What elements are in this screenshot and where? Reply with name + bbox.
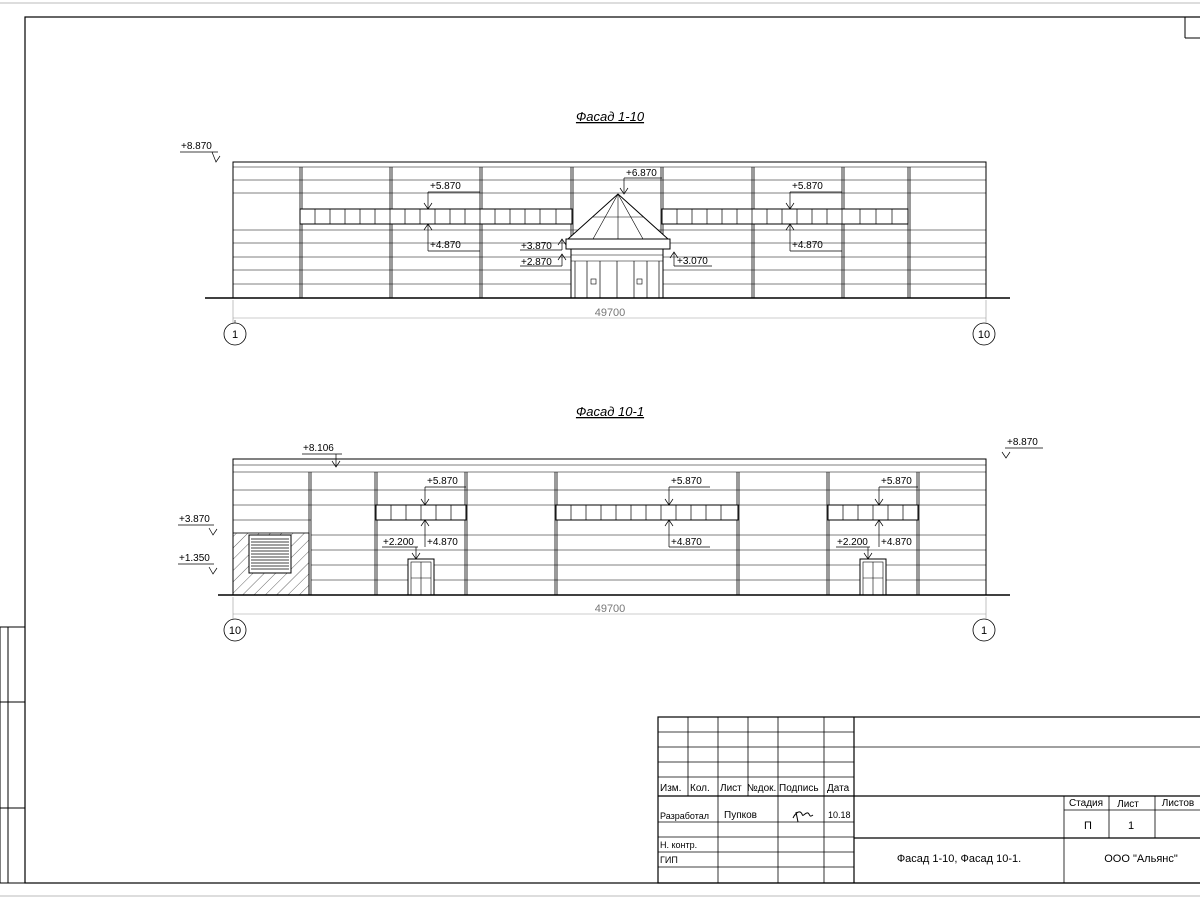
sheet-label: Лист <box>1117 799 1139 810</box>
mark-5870-bay3: +5.870 <box>881 476 912 487</box>
header-list: Лист <box>720 783 742 794</box>
axis-bubble-10-bottom: 10 <box>223 618 247 642</box>
dimension-top-label: 49700 <box>595 307 626 319</box>
ribbon-window-left <box>299 208 573 225</box>
razrabotal-date: 10.18 <box>828 810 851 820</box>
level-mark: +8.106 +8.870 +3.870 +1.350 +5.870 +5.87… <box>178 437 1043 575</box>
dimension-line-top: 49700 <box>232 300 987 323</box>
stage-value: П <box>1084 820 1092 832</box>
company-name: ООО "Альянс" <box>1104 853 1178 865</box>
mark-2200-door3: +2.200 <box>837 537 868 548</box>
level-mark: +8.870 +5.870 +4.870 +5.870 +4.870 +6.87… <box>180 141 842 268</box>
facade-10-1: Фасад 10-1 <box>178 404 1043 642</box>
sheets-label: Листов <box>1162 798 1195 809</box>
razrabotal-name: Пупков <box>724 810 757 821</box>
door-1 <box>407 558 435 596</box>
mark-5870-left: +5.870 <box>430 181 461 192</box>
axis-top-left: 1 <box>232 329 238 341</box>
razrabotal-label: Разработал <box>660 811 709 821</box>
ribbon-window-right <box>661 208 909 225</box>
mark-6870: +6.870 <box>626 168 657 179</box>
door-2 <box>859 558 887 596</box>
mark-1350: +1.350 <box>179 553 210 564</box>
mark-5870-bay1: +5.870 <box>427 476 458 487</box>
window-bay-1 <box>375 504 467 521</box>
mark-5870-bay2: +5.870 <box>671 476 702 487</box>
gate-opening <box>232 532 310 596</box>
mark-top-8870: +8.870 <box>181 141 212 152</box>
mark-4870-bay2: +4.870 <box>671 537 702 548</box>
header-data: Дата <box>827 783 850 794</box>
axis-bubble-1-bottom: 1 <box>972 618 996 642</box>
signature <box>792 811 814 823</box>
mark-8106: +8.106 <box>303 443 334 454</box>
mark-3870: +3.870 <box>521 241 552 252</box>
mark-3870-bottom: +3.870 <box>179 514 210 525</box>
sheet-value: 1 <box>1128 820 1134 832</box>
header-podpis: Подпись <box>779 783 819 794</box>
facade-bottom-title: Фасад 10-1 <box>576 404 644 419</box>
axis-top-right: 10 <box>978 329 990 341</box>
axis-bubble-10: 10 <box>972 322 996 346</box>
mark-4870-bay3: +4.870 <box>881 537 912 548</box>
drawing-title: Фасад 1-10, Фасад 10-1. <box>897 853 1021 865</box>
mark-4870-right: +4.870 <box>792 240 823 251</box>
mark-4870-left: +4.870 <box>430 240 461 251</box>
window-bay-3 <box>827 504 919 521</box>
dimension-line-bottom: 49700 <box>232 597 987 619</box>
axis-bottom-left: 10 <box>229 625 241 637</box>
mark-2200-door1: +2.200 <box>383 537 414 548</box>
mark-3070: +3.070 <box>677 256 708 267</box>
header-ndok: №док. <box>747 783 776 794</box>
mark-8870-bottom: +8.870 <box>1007 437 1038 448</box>
dimension-bottom-label: 49700 <box>595 603 626 615</box>
axis-bottom-right: 1 <box>981 625 987 637</box>
entrance-portal <box>565 193 671 299</box>
title-block: Изм. Кол. Лист №док. Подпись Дата Разраб… <box>657 716 1200 884</box>
mark-2870: +2.870 <box>521 257 552 268</box>
stage-label: Стадия <box>1069 798 1103 809</box>
header-izm: Изм. <box>660 783 681 794</box>
facade-top-title: Фасад 1-10 <box>576 109 645 124</box>
axis-bubble-1: 1 <box>223 320 247 346</box>
header-kol: Кол. <box>690 783 710 794</box>
window-bay-2 <box>555 504 739 521</box>
gip-label: ГИП <box>660 855 678 865</box>
n-kontr-label: Н. контр. <box>660 840 697 850</box>
mark-5870-right: +5.870 <box>792 181 823 192</box>
mark-4870-bay1: +4.870 <box>427 537 458 548</box>
facade-1-10: Фасад 1-10 <box>180 109 1010 346</box>
